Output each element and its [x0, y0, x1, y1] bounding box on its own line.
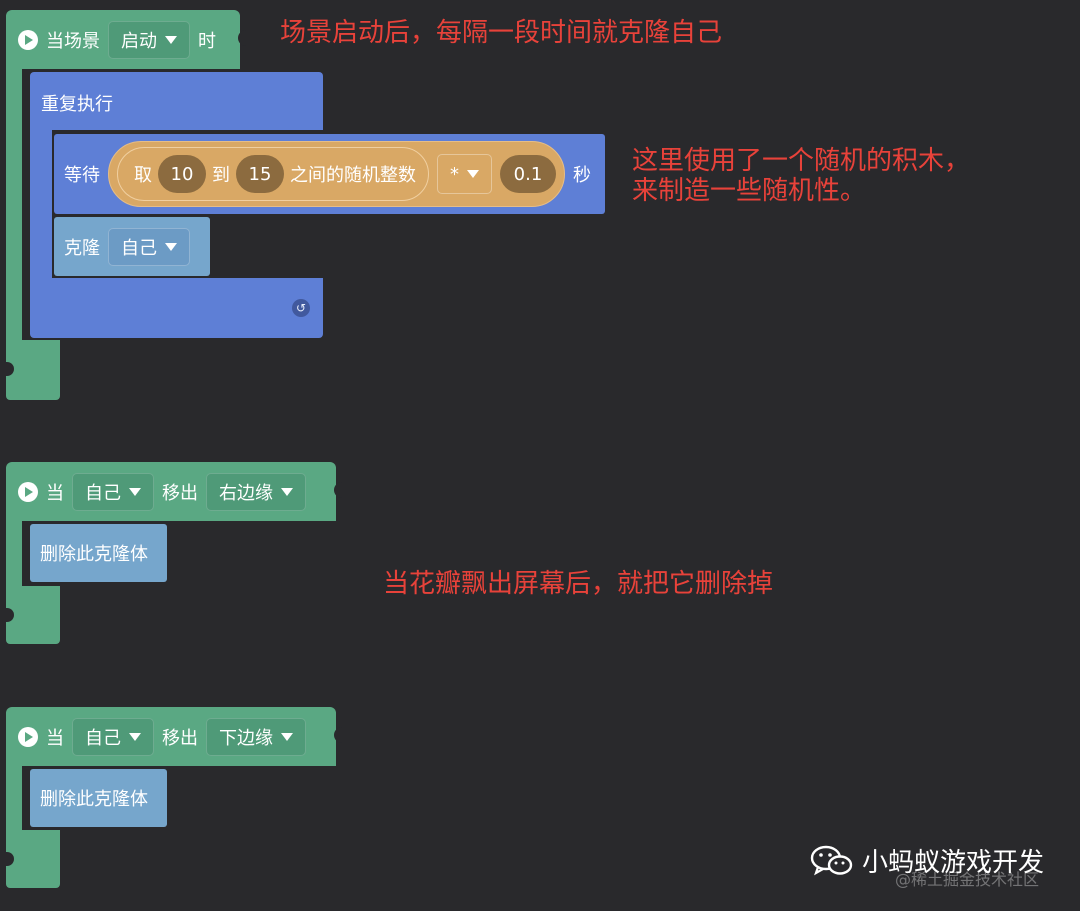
- event-when-label: 当: [46, 482, 64, 504]
- chevron-down-icon: [165, 35, 177, 44]
- event-block-move-out-bottom[interactable]: 当 自己 移出 下边缘: [6, 707, 346, 766]
- play-icon: [18, 726, 38, 747]
- edge-dropdown[interactable]: 下边缘: [206, 717, 306, 756]
- chevron-down-icon: [129, 487, 141, 496]
- block-notch: [4, 608, 14, 622]
- block-notch: [4, 852, 14, 866]
- event-block-foot: [4, 340, 60, 400]
- take-label: 取: [134, 165, 152, 186]
- loop-icon: ↺: [292, 299, 310, 317]
- random-max-input[interactable]: 15: [236, 155, 284, 193]
- seconds-label: 秒: [573, 165, 591, 186]
- watermark-subtitle: @稀土掘金技术社区: [895, 870, 1040, 889]
- event-block-spine: [6, 765, 22, 845]
- repeat-block-side: [30, 130, 52, 280]
- to-label: 到: [212, 165, 230, 186]
- repeat-label: 重复执行: [41, 94, 113, 115]
- block-notch: [238, 30, 250, 46]
- clone-target-dropdown[interactable]: 自己: [108, 227, 190, 266]
- annotation-random-line2: 来制造一些随机性。: [632, 176, 867, 206]
- sprite-value: 自己: [85, 727, 121, 749]
- chevron-down-icon: [281, 487, 293, 496]
- scene-event-dropdown[interactable]: 启动: [108, 20, 190, 59]
- operator-dropdown[interactable]: *: [437, 154, 492, 194]
- repeat-block-bottom: ↺: [30, 278, 323, 338]
- edge-value: 右边缘: [219, 482, 273, 504]
- event-when-suffix: 时: [198, 30, 216, 52]
- block-notch: [4, 362, 14, 376]
- annotation-random-line1: 这里使用了一个随机的积木，: [632, 146, 971, 176]
- operator-value: *: [450, 163, 459, 185]
- delete-clone-block[interactable]: 删除此克隆体: [30, 769, 167, 827]
- scene-event-value: 启动: [121, 30, 157, 52]
- sprite-dropdown[interactable]: 自己: [72, 717, 154, 756]
- delete-clone-label: 删除此克隆体: [40, 544, 148, 565]
- edge-value: 下边缘: [219, 727, 273, 749]
- wait-block[interactable]: 等待 取 10 到 15 之间的随机整数 * 0.1 秒: [54, 134, 605, 214]
- event-when-label: 当场景: [46, 30, 100, 52]
- chevron-down-icon: [129, 732, 141, 741]
- annotation-clone-note: 场景启动后，每隔一段时间就克隆自己: [280, 18, 723, 48]
- clone-target-value: 自己: [121, 237, 157, 259]
- event-block-spine: [6, 520, 22, 600]
- move-out-label: 移出: [162, 727, 198, 749]
- clone-block[interactable]: 克隆 自己: [54, 217, 210, 276]
- clone-label: 克隆: [64, 237, 100, 259]
- multiplier-input[interactable]: 0.1: [500, 155, 556, 193]
- event-block-spine: [6, 68, 22, 358]
- multiply-operator-block[interactable]: 取 10 到 15 之间的随机整数 * 0.1: [108, 141, 565, 207]
- annotation-delete-note: 当花瓣飘出屏幕后，就把它删除掉: [383, 569, 774, 599]
- event-when-label: 当: [46, 727, 64, 749]
- event-block-foot: [4, 586, 60, 644]
- chevron-down-icon: [165, 242, 177, 251]
- watermark-title: 小蚂蚁游戏开发: [862, 848, 1045, 878]
- chevron-down-icon: [467, 170, 479, 178]
- random-min-input[interactable]: 10: [158, 155, 206, 193]
- sprite-dropdown[interactable]: 自己: [72, 472, 154, 511]
- sprite-value: 自己: [85, 482, 121, 504]
- chevron-down-icon: [281, 732, 293, 741]
- random-integer-block[interactable]: 取 10 到 15 之间的随机整数: [117, 147, 429, 201]
- move-out-label: 移出: [162, 482, 198, 504]
- watermark: 小蚂蚁游戏开发: [810, 842, 1044, 879]
- event-block-move-out-right[interactable]: 当 自己 移出 右边缘: [6, 462, 346, 521]
- delete-clone-block[interactable]: 删除此克隆体: [30, 524, 167, 582]
- wait-label: 等待: [64, 165, 100, 186]
- block-notch: [334, 482, 346, 498]
- annotation-random-note: 这里使用了一个随机的积木， 来制造一些随机性。: [632, 146, 970, 206]
- event-block-foot: [4, 830, 60, 888]
- repeat-block[interactable]: 重复执行: [30, 72, 323, 130]
- play-icon: [18, 481, 38, 502]
- random-suffix-label: 之间的随机整数: [290, 165, 416, 186]
- block-notch: [334, 727, 346, 743]
- edge-dropdown[interactable]: 右边缘: [206, 472, 306, 511]
- wechat-icon: [810, 845, 853, 875]
- play-icon: [18, 29, 38, 50]
- delete-clone-label: 删除此克隆体: [40, 789, 148, 810]
- event-block-scene-start[interactable]: 当场景 启动 时: [6, 10, 250, 69]
